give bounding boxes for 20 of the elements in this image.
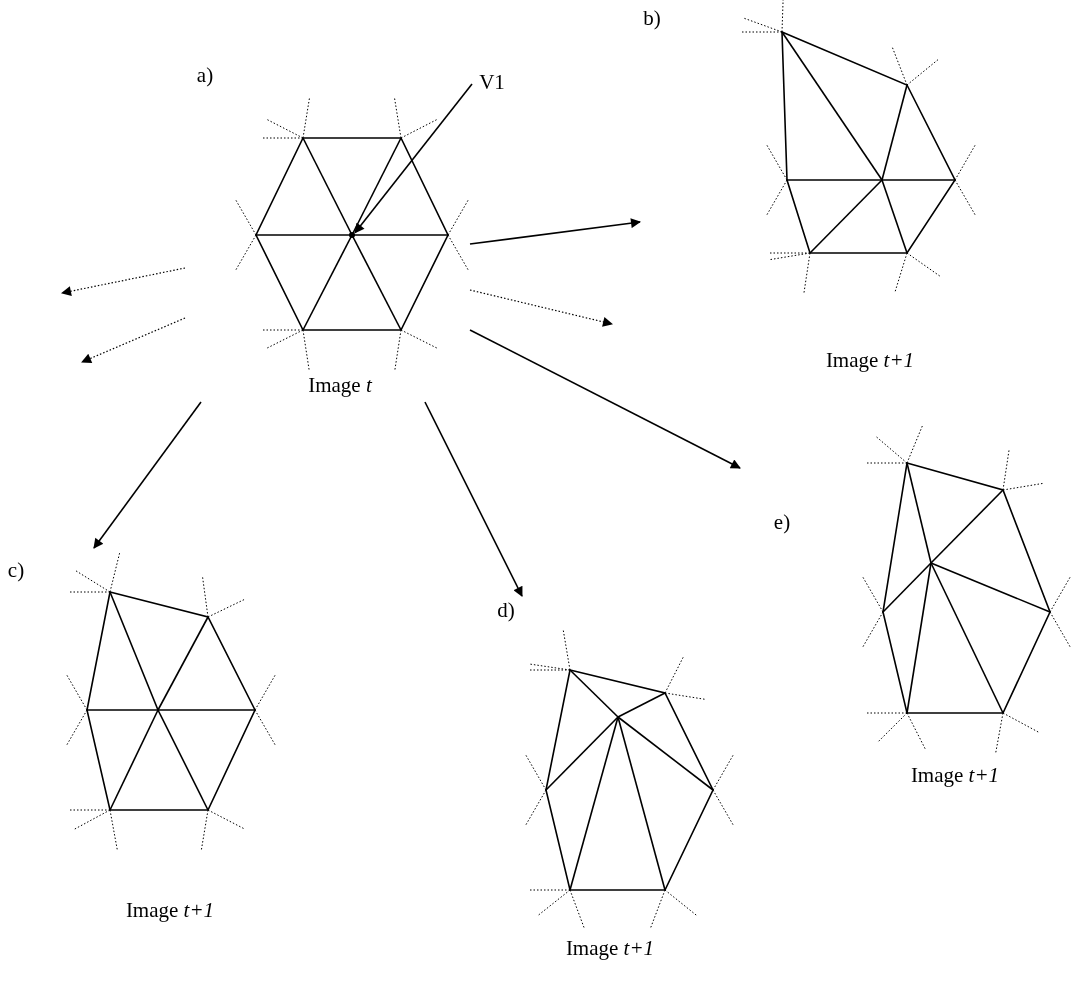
- panel-letter: d): [497, 599, 515, 621]
- image-caption: Image t+1: [825, 349, 915, 371]
- panel-letter: c): [7, 559, 25, 581]
- vertex-label: V1: [479, 71, 505, 93]
- panel-letter: a): [196, 64, 214, 86]
- image-caption: Image t+1: [910, 764, 1000, 786]
- image-caption: Image t+1: [125, 899, 215, 921]
- arrow: [61, 267, 186, 297]
- arrow: [424, 401, 523, 597]
- arrow: [469, 218, 641, 245]
- panel-letter: b): [643, 7, 661, 29]
- arrow: [469, 329, 741, 469]
- arrow: [354, 83, 473, 234]
- image-caption: Image t+1: [565, 937, 655, 959]
- arrow: [93, 401, 202, 549]
- arrow: [469, 289, 613, 327]
- panel-letter: e): [773, 511, 791, 533]
- arrow: [81, 317, 186, 364]
- image-caption: Image t: [308, 374, 372, 396]
- mesh-vertex: [349, 232, 355, 238]
